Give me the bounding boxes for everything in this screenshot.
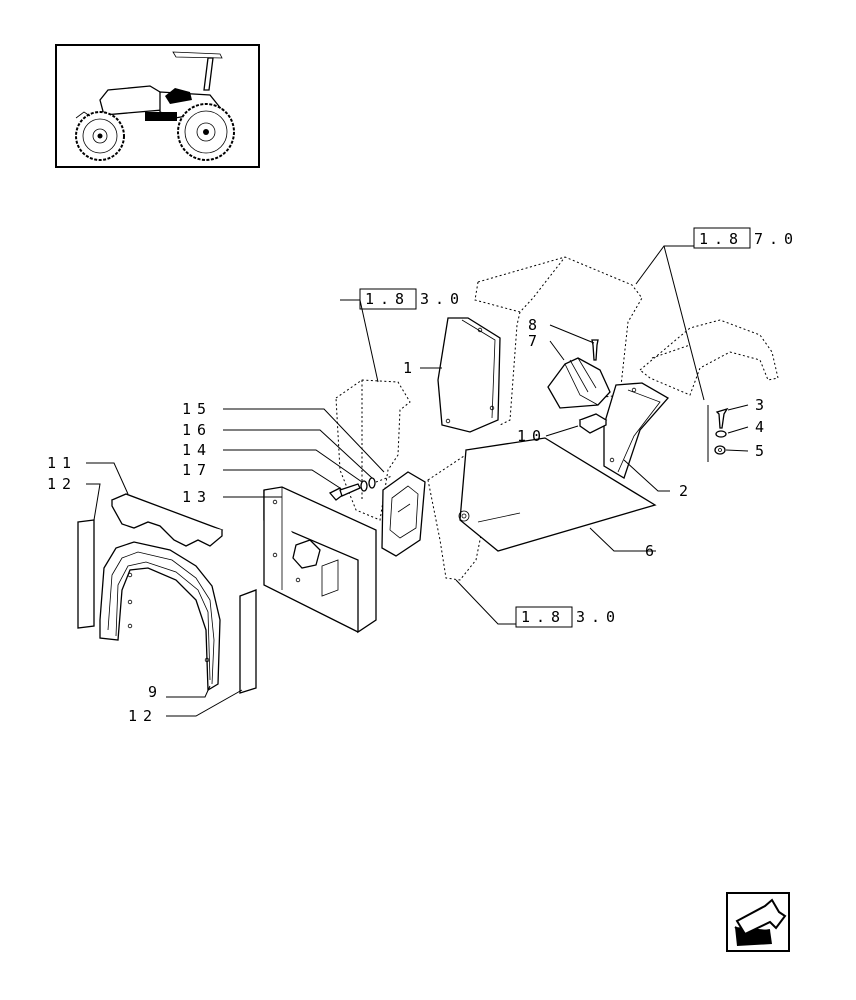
callout-13: 13 xyxy=(182,488,212,506)
washer-part-16 xyxy=(368,477,376,489)
callout-9: 9 xyxy=(148,683,163,701)
callout-6: 6 xyxy=(645,542,660,560)
callout-12-a: 12 xyxy=(47,475,77,493)
callout-5: 5 xyxy=(755,442,770,460)
callout-2: 2 xyxy=(679,482,694,500)
reference-label-1-83-0-lower[interactable]: 1.8 3.0 xyxy=(515,606,621,628)
screw-part-3 xyxy=(715,407,729,429)
callout-8: 8 xyxy=(528,316,543,334)
washer-part-14 xyxy=(360,480,368,492)
svg-text:1.8: 1.8 xyxy=(365,290,410,308)
svg-text:1.8: 1.8 xyxy=(699,230,744,248)
side-panel-part-13 xyxy=(263,486,377,634)
callout-1: 1 xyxy=(403,359,418,377)
callout-10: 10 xyxy=(517,427,547,445)
plate-part-15 xyxy=(381,471,426,557)
previous-page-button[interactable] xyxy=(726,892,790,952)
console-part-7 xyxy=(547,357,611,409)
fastener-set-parts-3-4-5 xyxy=(707,405,729,462)
reference-label-1-87-0[interactable]: 1.8 7.0 xyxy=(693,227,799,249)
svg-text:3.0: 3.0 xyxy=(420,290,465,308)
rear-cover-part-1 xyxy=(437,317,501,433)
panel-grommet xyxy=(458,510,470,522)
callout-3: 3 xyxy=(755,396,770,414)
fender-liner-part-2 xyxy=(603,382,670,479)
arch-trim-part-9 xyxy=(99,541,221,692)
tractor-side-view-icon xyxy=(75,51,235,161)
callout-17: 17 xyxy=(182,461,212,479)
callout-7: 7 xyxy=(528,332,543,350)
seal-strip-part-12-left xyxy=(77,519,95,629)
tractor-thumbnail xyxy=(55,44,260,168)
callout-4: 4 xyxy=(755,418,770,436)
svg-text:3.0: 3.0 xyxy=(576,608,621,626)
callout-11: 11 xyxy=(47,454,77,472)
svg-text:7.0: 7.0 xyxy=(754,230,799,248)
callout-15: 15 xyxy=(182,400,212,418)
reference-label-1-83-0-upper[interactable]: 1.8 3.0 xyxy=(359,288,465,310)
bolt-axis-line xyxy=(375,475,393,483)
leader-lines xyxy=(86,245,749,717)
floor-panel-part-6 xyxy=(459,437,657,552)
callout-16: 16 xyxy=(182,421,212,439)
bolt-part-17 xyxy=(328,483,361,501)
washer-part-4 xyxy=(715,430,727,438)
callout-14: 14 xyxy=(182,441,212,459)
callout-numbers: 1 2 3 4 5 6 7 8 9 10 11 12 12 13 14 15 1… xyxy=(47,316,770,725)
seal-strip-part-12-right xyxy=(239,589,257,694)
seal-strip-part-11 xyxy=(111,493,224,547)
callout-12-b: 12 xyxy=(128,707,158,725)
nut-part-5 xyxy=(714,445,726,455)
block-part-10 xyxy=(578,413,608,434)
screw-part-8 xyxy=(591,339,599,361)
svg-text:1.8: 1.8 xyxy=(521,608,566,626)
previous-page-arrow-icon xyxy=(734,898,787,946)
